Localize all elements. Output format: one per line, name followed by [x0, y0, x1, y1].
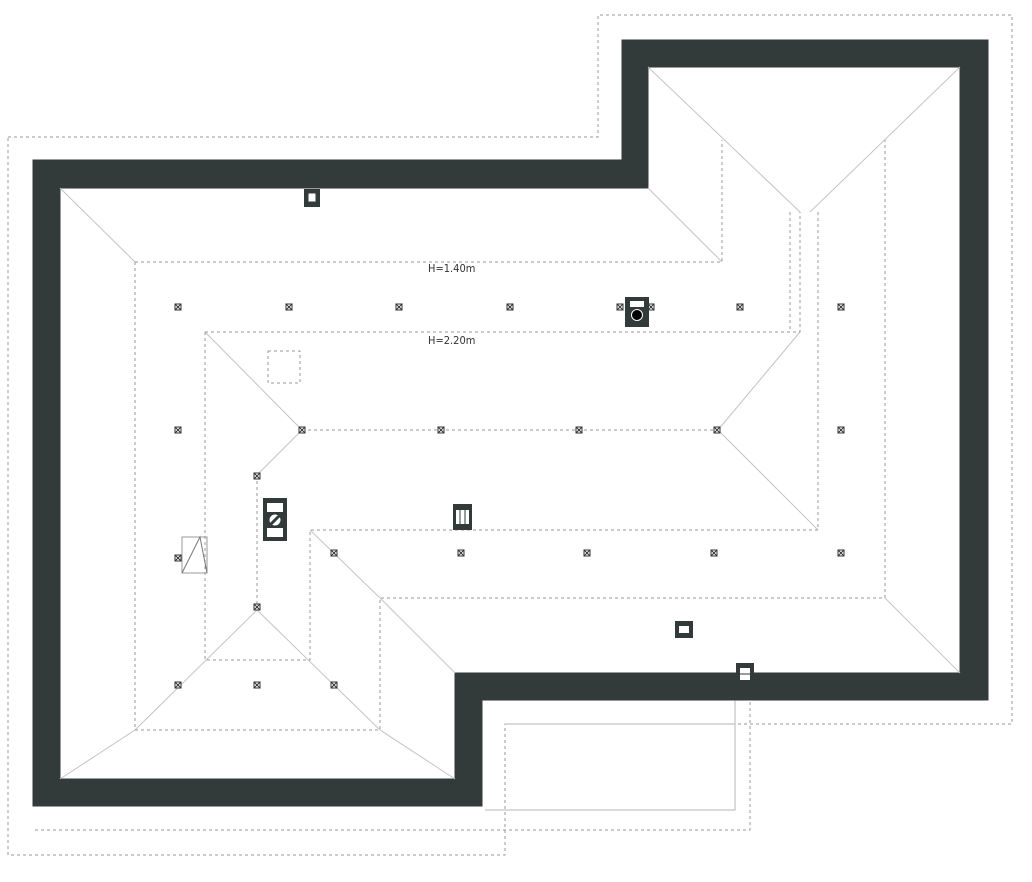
post-marker-icon: [457, 549, 465, 557]
post-marker-icon: [837, 426, 845, 434]
height-contours: [134, 140, 886, 731]
height-label-upper: H=1.40m: [428, 262, 475, 275]
height-label-lower: H=2.20m: [428, 334, 475, 347]
chimney-icon: [625, 297, 649, 327]
post-marker-icon: [437, 426, 445, 434]
attic-hatch-icon: [267, 350, 301, 384]
post-marker-icon: [253, 472, 261, 480]
post-marker-icon: [395, 303, 403, 311]
roof-hip-lines: [59, 66, 961, 780]
post-markers: [174, 303, 845, 689]
post-marker-icon: [330, 549, 338, 557]
post-marker-icon: [736, 303, 744, 311]
post-marker-icon: [713, 426, 721, 434]
vent-bottom-icon: [736, 663, 754, 685]
post-marker-icon: [506, 303, 514, 311]
post-marker-icon: [616, 303, 624, 311]
vent-pipe-icon: [453, 504, 472, 530]
vent-top-icon: [304, 189, 320, 207]
roof-eave-outline: [7, 14, 1013, 856]
post-marker-icon: [837, 549, 845, 557]
post-marker-icon: [575, 426, 583, 434]
roof-window-icon: [675, 621, 693, 638]
post-marker-icon: [174, 554, 182, 562]
post-marker-icon: [174, 681, 182, 689]
post-marker-icon: [298, 426, 306, 434]
ladder-icon: [181, 535, 208, 574]
post-marker-icon: [174, 426, 182, 434]
post-marker-icon: [710, 549, 718, 557]
exterior-walls: [32, 39, 989, 807]
post-marker-icon: [174, 303, 182, 311]
chimney-left-icon: [263, 498, 287, 541]
post-marker-icon: [583, 549, 591, 557]
post-marker-icon: [253, 681, 261, 689]
post-marker-icon: [837, 303, 845, 311]
post-marker-icon: [253, 603, 261, 611]
post-marker-icon: [330, 681, 338, 689]
post-marker-icon: [285, 303, 293, 311]
